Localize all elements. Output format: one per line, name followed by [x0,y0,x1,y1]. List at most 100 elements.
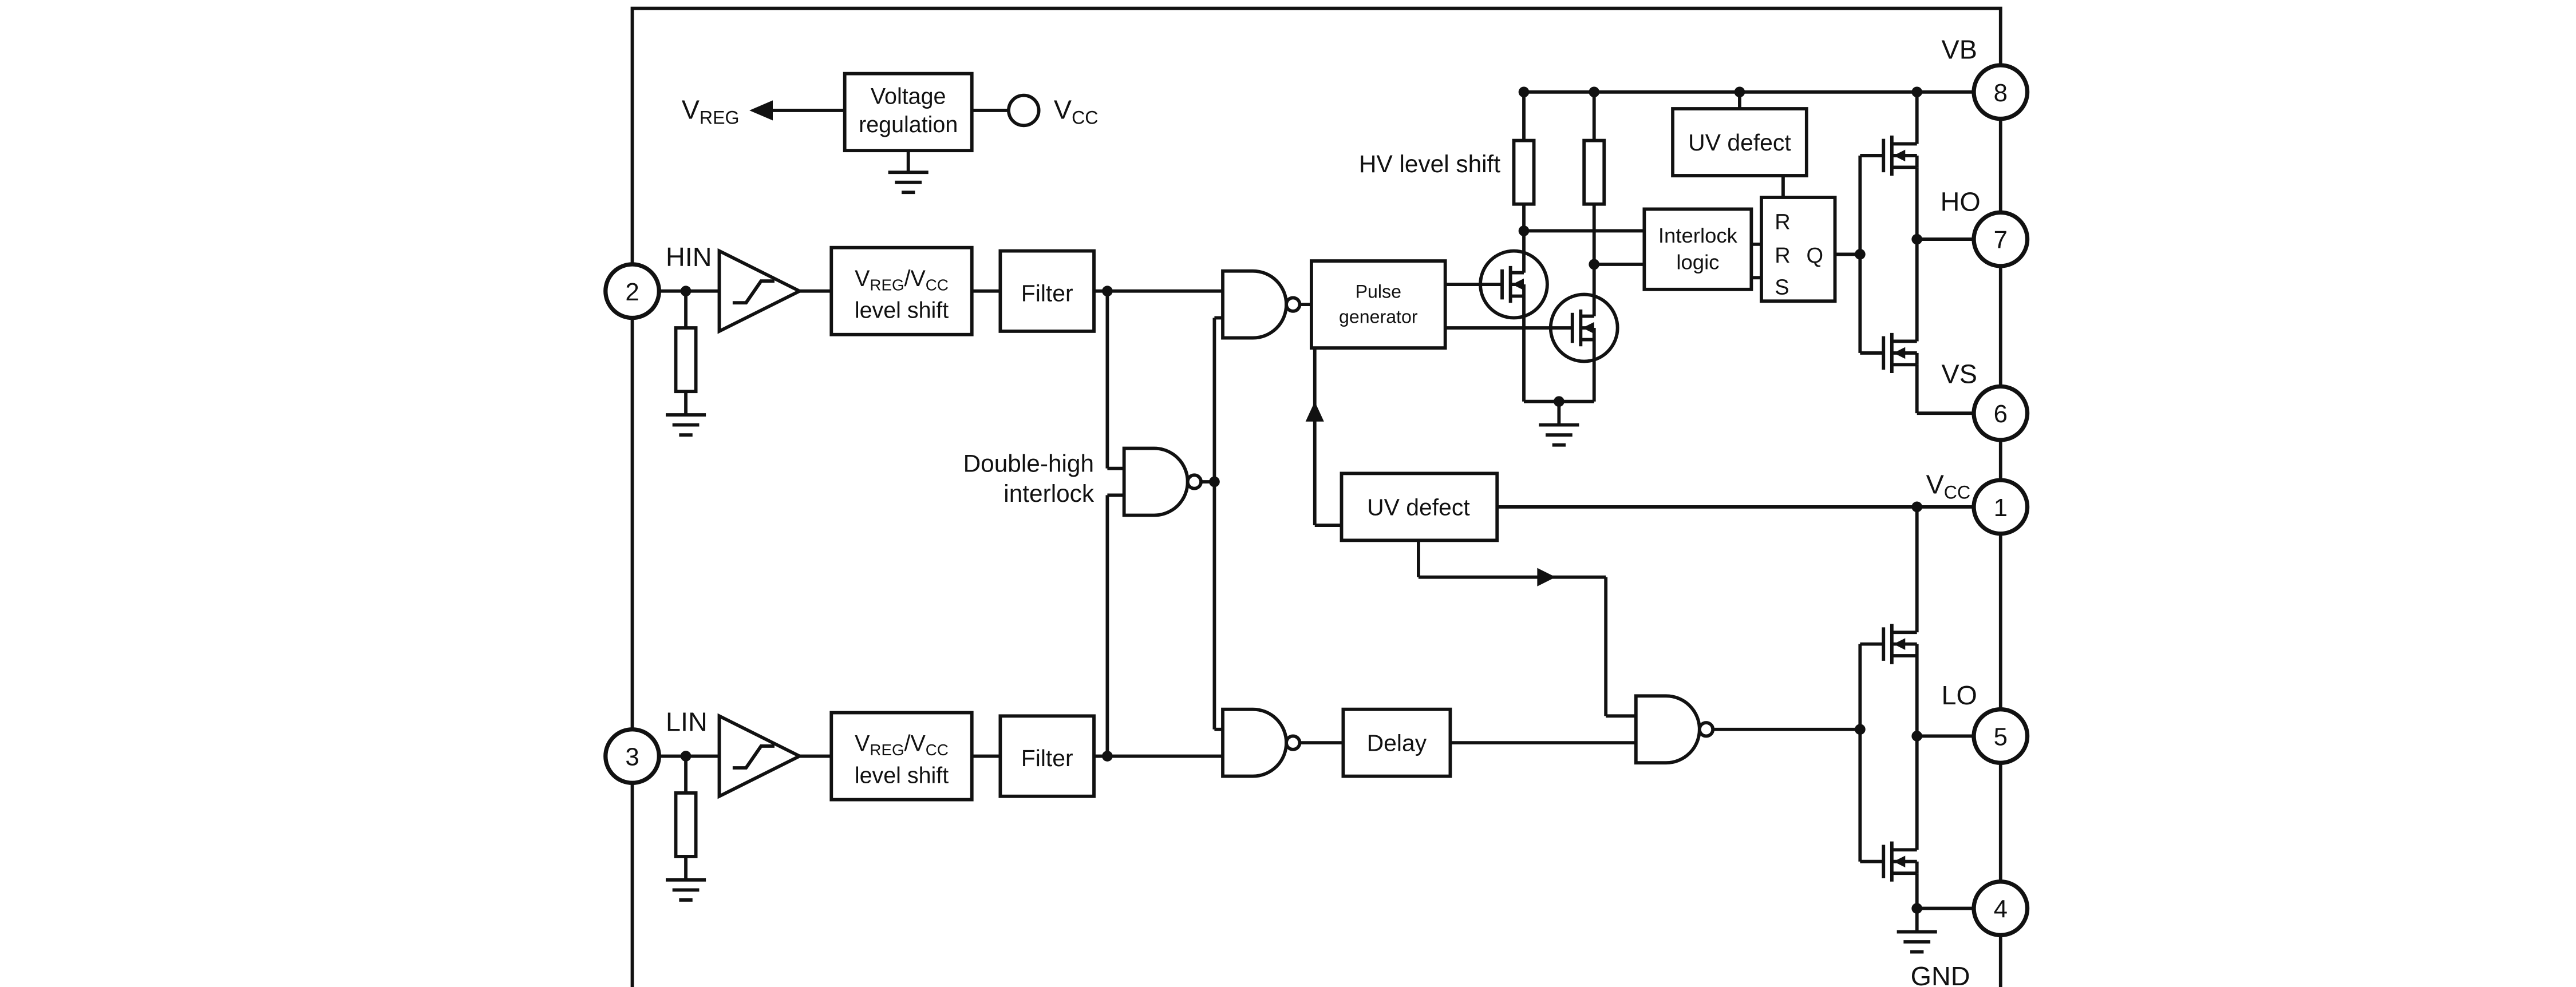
uv-defect-high-block [1671,107,1808,177]
vreg-label: VREG [682,95,740,128]
latch-s-label: S [1775,276,1789,300]
interlock-logic-label-1: Interlock [1658,224,1738,247]
hv-resistor-b [1582,138,1606,206]
lin-pulldown-resistor [674,791,698,858]
pulse-generator-block [1309,259,1447,350]
pin-2-number: 2 [625,278,639,306]
high-side-nmos-upper [1860,92,1919,240]
high-side-logic-section: UV defect Interlock logic R R Q S [1524,90,1974,353]
interlock-logic-block [1642,207,1753,291]
ground-symbol-hin [665,391,706,437]
uv-defect-mid-label: UV defect [1367,494,1470,520]
high-side-output-stage [1860,92,1974,415]
ground-symbol-regulator [888,150,929,195]
interlock-logic-label-2: logic [1676,251,1719,274]
mosfet-arrow-icon [1893,855,1906,867]
hv-level-shift-section: HV level shift [1359,92,1619,447]
hin-schmitt-buffer [717,248,804,334]
low-side-nmos-lower [1860,736,1919,909]
pulse-generator-label-2: generator [1339,306,1418,327]
latch-r-mid-label: R [1775,244,1790,268]
hin-channel: 2 HIN VREG/VCC level shift Filter Pulse … [603,242,1447,437]
delay-block [1341,707,1452,778]
lin-label: LIN [666,707,708,737]
voltage-regulation-section: VREG Voltage regulation VCC [682,72,1099,195]
delay-label: Delay [1367,730,1427,756]
high-side-nmos-lower [1860,239,1919,414]
hin-filter-label: Filter [1021,280,1073,306]
vreg-arrowhead [749,100,773,121]
lin-channel: 3 LIN VREG/VCC level shift Filter Delay [603,694,1860,902]
hv-level-shift-label: HV level shift [1359,150,1500,177]
vcc-input-label: VCC [1054,95,1099,128]
pin-gnd-label: GND [1911,961,1970,987]
mosfet-arrow-icon [1893,149,1906,162]
hin-label: HIN [666,242,712,272]
voltage-regulation-label-1: Voltage [871,84,946,109]
pin-6-number: 6 [1994,400,2008,428]
up-arrowhead [1305,401,1324,422]
uv-defect-high-label: UV defect [1688,129,1791,156]
ground-symbol-lin [665,856,706,902]
pulse-transistor-a [1479,204,1549,402]
ground-symbol-gnd-pin [1897,908,1937,954]
hin-level-shift-label-1: VREG/VCC [855,266,949,294]
pin-5-number: 5 [1994,723,2008,751]
hin-nand-bubble [1285,296,1302,313]
double-high-interlock-section: Double-high interlock [963,291,1223,756]
junction-dots [680,86,1923,914]
hv-resistor-a [1512,138,1536,206]
lin-level-shift-label-1: VREG/VCC [855,731,949,759]
pin-4-number: 4 [1994,895,2008,923]
lin-nand-gate [1221,707,1288,778]
pin-8-number: 8 [1994,79,2008,107]
pin-7-number: 7 [1994,226,2008,254]
mosfet-arrow-icon [1893,347,1906,359]
pulse-generator-label-1: Pulse [1356,281,1401,302]
lin-schmitt-buffer [717,713,804,799]
pin-vb-label: VB [1942,34,1977,64]
pin-1-number: 1 [1994,494,2008,522]
hin-pulldown-resistor [674,326,698,394]
hin-nand-gate [1221,269,1288,340]
mosfet-arrow-icon [1582,322,1594,334]
latch-q-label: Q [1807,244,1824,268]
mosfet-arrow-icon [1893,638,1906,650]
vcc-uv-defect-section: UV defect [1305,348,1974,718]
pin-1 [1971,478,2030,536]
pin-ho-label: HO [1941,187,1981,216]
double-high-interlock-label-2: interlock [1003,480,1095,507]
interlock-nand-bubble [1186,473,1203,490]
low-side-output-stage [1858,506,1974,954]
pin-4 [1971,879,2030,938]
pin-7 [1971,210,2030,268]
latch-r-top-label: R [1775,211,1790,235]
pin-lo-label: LO [1942,680,1977,710]
low-side-nmos-upper [1860,624,1919,736]
pin-5 [1971,707,2030,765]
sr-latch-block [1760,196,1837,303]
right-arrowhead [1537,568,1556,586]
mosfet-arrow-icon [1512,278,1524,291]
lin-nand-bubble [1285,734,1302,751]
voltage-regulation-block [843,72,974,153]
double-high-interlock-label-1: Double-high [963,450,1094,477]
lin-level-shift-label-2: level shift [855,763,949,788]
uv-defect-mid-block [1340,471,1499,542]
pin-3-number: 3 [625,743,639,771]
right-pins: VB 8 HO 7 VS 6 VCC 1 LO 5 4 GND [1911,34,2030,987]
hin-filter-block [998,249,1096,333]
lin-level-shift-block [829,711,974,802]
pin-8 [1971,63,2030,121]
vcc-input-terminal [1007,93,1041,128]
lo-nand-bubble [1697,721,1715,738]
interlock-nand-gate [1122,446,1190,517]
lin-filter-block [998,714,1096,798]
hin-level-shift-label-2: level shift [855,298,949,323]
pin-vs-label: VS [1942,359,1977,389]
pin-6 [1971,384,2030,442]
pin-vcc-label: VCC [1926,469,1971,502]
lo-nand-gate [1634,694,1701,765]
